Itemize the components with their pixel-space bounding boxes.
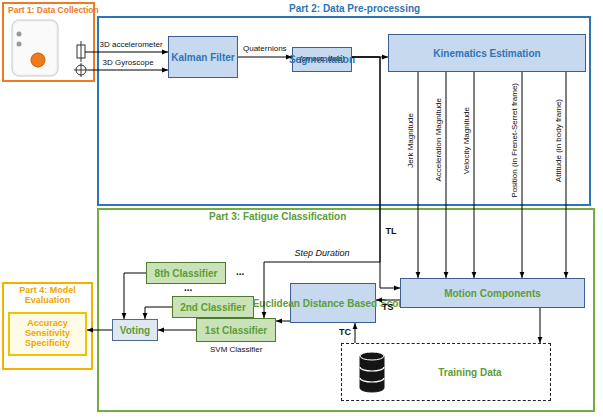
node-label: Training Data bbox=[438, 367, 501, 378]
edge-label: 3D accelerometer bbox=[100, 41, 163, 50]
data-store: Training Data bbox=[341, 343, 551, 401]
node-label: 8th Classifier bbox=[155, 268, 218, 279]
connector-arrow bbox=[95, 70, 168, 71]
connector-arrow bbox=[355, 323, 356, 343]
edge-label: TS bbox=[382, 303, 394, 313]
edge-label: Attitude (in body frame) bbox=[555, 99, 564, 182]
part-title: Part 3: Fatigue Classification bbox=[209, 211, 346, 222]
edge-label: TL bbox=[386, 227, 397, 237]
connector-arrow bbox=[87, 330, 112, 331]
node-label: Motion Components bbox=[444, 288, 541, 299]
classifier-box: 1st Classifier bbox=[196, 318, 276, 342]
device-led bbox=[17, 32, 22, 37]
edge-label: Position (in Frenet-Serret frame) bbox=[511, 83, 520, 198]
database-icon bbox=[360, 356, 384, 392]
connector-arrow bbox=[418, 72, 419, 278]
process-box: Motion Components bbox=[400, 278, 585, 308]
connector-arrow bbox=[352, 57, 388, 58]
edge-label: Jerk Magnitude bbox=[407, 113, 416, 168]
metrics-box: Accuracy Sensitivity Specificity bbox=[8, 312, 87, 356]
part-title: Part 2: Data Pre-processing bbox=[289, 3, 420, 14]
connector-arrow bbox=[540, 308, 541, 343]
connector-arrow bbox=[446, 72, 447, 278]
node-label: 2nd Classifier bbox=[180, 302, 246, 313]
connector-arrow bbox=[566, 72, 567, 278]
accelerometer-symbol bbox=[81, 41, 82, 62]
part-frame: Part 4: Model EvaluationAccuracy Sensiti… bbox=[2, 282, 93, 370]
connector-arrow bbox=[95, 52, 168, 53]
signal-wire bbox=[88, 70, 95, 71]
ellipsis: ... bbox=[184, 282, 192, 293]
connector-arrow bbox=[276, 321, 290, 322]
connector-arrow bbox=[264, 57, 380, 318]
connector-arrow bbox=[124, 273, 146, 319]
sensor-device bbox=[12, 20, 58, 76]
accelerometer-symbol bbox=[77, 45, 85, 58]
edge-label: Velocity Magnitude bbox=[463, 107, 472, 174]
process-box: Kalman Filter bbox=[168, 36, 238, 78]
voting-box: Voting bbox=[112, 319, 158, 341]
annotation: SVM Classifier bbox=[210, 346, 262, 355]
node-label: Euclidean Distance Based Scores bbox=[253, 298, 414, 309]
node-label: Kalman Filter bbox=[171, 52, 234, 63]
connector-arrow bbox=[158, 330, 196, 331]
device-led bbox=[17, 42, 22, 47]
node-label: Accuracy Sensitivity Specificity bbox=[10, 319, 85, 349]
node-label: Voting bbox=[120, 325, 150, 336]
edge-label: Acceleration Magnitude bbox=[435, 98, 444, 182]
process-box: Kinematics Estimation bbox=[388, 34, 586, 72]
signal-wire bbox=[85, 52, 95, 53]
connector-arrow bbox=[376, 300, 400, 301]
edge-label: TC bbox=[339, 328, 351, 338]
gyroscope-symbol bbox=[74, 70, 88, 71]
gyroscope-symbol bbox=[76, 65, 86, 75]
process-box: Euclidean Distance Based Scores bbox=[290, 283, 376, 323]
device-button bbox=[31, 53, 45, 67]
classifier-box: 8th Classifier bbox=[146, 262, 226, 284]
part-frame: Part 2: Data Pre-processingKalman Filter… bbox=[97, 16, 591, 206]
classifier-box: 2nd Classifier bbox=[172, 296, 254, 318]
process-box: Segmentation(on acc. data) bbox=[292, 47, 352, 72]
gyroscope-symbol bbox=[81, 63, 82, 77]
database-icon bbox=[360, 367, 384, 382]
ellipsis: ... bbox=[236, 266, 244, 277]
connector-arrow bbox=[474, 72, 475, 278]
edge-label: Step Duration bbox=[295, 249, 350, 259]
node-label: Kinematics Estimation bbox=[433, 48, 540, 59]
part-title: Part 1: Data Collection bbox=[8, 6, 99, 15]
part-frame: Part 3: Fatigue Classification 8th Classi… bbox=[97, 208, 595, 412]
edge-label: 3D Gyroscope bbox=[103, 59, 154, 68]
connector-arrow bbox=[238, 57, 292, 58]
connector-arrow bbox=[522, 72, 523, 278]
connector-arrow bbox=[145, 307, 172, 319]
node-label: 1st Classifier bbox=[205, 325, 267, 336]
edge-label: Quaternions bbox=[243, 45, 287, 54]
part-frame: Part 1: Data Collection bbox=[2, 2, 95, 82]
device-face bbox=[14, 22, 56, 74]
part-title: Part 4: Model Evaluation bbox=[4, 286, 91, 306]
node-label: Segmentation bbox=[289, 54, 355, 65]
database-icon bbox=[360, 352, 384, 360]
connector-arrow bbox=[352, 57, 400, 288]
